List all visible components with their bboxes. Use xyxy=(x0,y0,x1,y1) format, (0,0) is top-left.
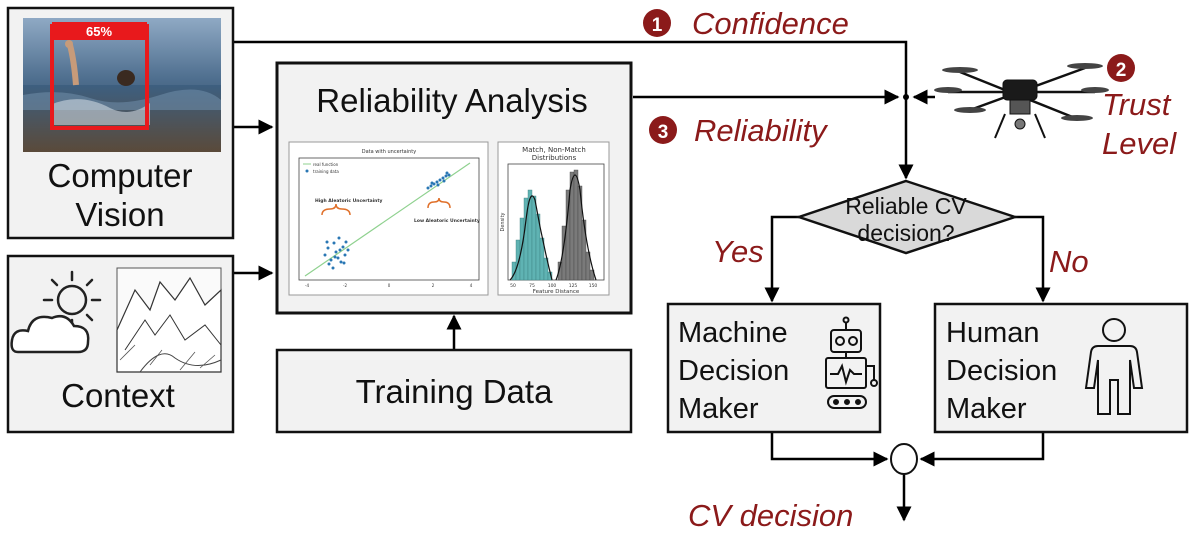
confidence-connector xyxy=(233,40,914,180)
uncertainty-plot: Data with uncertainty real function trai… xyxy=(288,141,489,296)
training-data-box: Training Data xyxy=(275,348,633,434)
legend-real-function: real function xyxy=(313,162,339,167)
yes-connector xyxy=(764,215,799,303)
human-decision-maker-box: Human Decision Maker xyxy=(933,302,1189,434)
cv-title-line2: Vision xyxy=(75,196,164,233)
reliability-analysis-box: Reliability Analysis Data with uncertain… xyxy=(275,61,633,315)
confidence-signal: 1 Confidence xyxy=(643,6,849,41)
uncertainty-plot-x-ticks: -4 -2 0 2 4 xyxy=(305,283,473,288)
human-line3: Maker xyxy=(946,393,1027,425)
junction-node xyxy=(903,94,909,100)
distribution-plot-title-line1: Match, Non-Match xyxy=(522,146,586,154)
confidence-value: 65% xyxy=(86,24,112,39)
svg-text:100: 100 xyxy=(548,283,557,289)
low-uncertainty-label: Low Aleatoric Uncertainty xyxy=(414,218,480,224)
distribution-plot-ylabel: Density xyxy=(500,212,506,231)
distribution-plot-title-line2: Distributions xyxy=(532,154,577,162)
high-uncertainty-brace xyxy=(321,203,351,216)
drone-image xyxy=(934,63,1109,139)
reliability-title: Reliability Analysis xyxy=(316,82,587,119)
machine-to-merge-connector xyxy=(770,432,889,467)
computer-vision-box: 65% Computer Vision xyxy=(6,6,235,240)
no-label: No xyxy=(1049,244,1089,279)
trust-label-line1: Trust xyxy=(1102,87,1172,122)
confidence-number: 1 xyxy=(652,15,663,36)
real-function-line xyxy=(304,162,471,277)
person-icon xyxy=(1084,318,1144,415)
svg-text:4: 4 xyxy=(470,283,473,288)
human-to-merge-connector xyxy=(919,432,1045,467)
svg-text:150: 150 xyxy=(589,283,598,289)
machine-decision-maker-box: Machine Decision Maker xyxy=(666,302,882,434)
uncertainty-plot-title: Data with uncertainty xyxy=(362,149,416,155)
merge-node xyxy=(890,443,918,475)
trust-label-line2: Level xyxy=(1102,126,1177,161)
trust-number-badge xyxy=(1107,54,1135,82)
high-uncertainty-label: High Aleatoric Uncertainty xyxy=(315,198,383,204)
robot-icon xyxy=(825,316,878,409)
machine-line1: Machine xyxy=(678,317,788,349)
high-uncertainty-points xyxy=(323,236,350,270)
weather-icon xyxy=(10,270,102,354)
svg-text:0: 0 xyxy=(388,283,391,288)
nonmatch-histogram xyxy=(557,169,595,281)
legend-training-data: training data xyxy=(313,169,339,174)
svg-text:75: 75 xyxy=(529,283,535,289)
human-line2: Decision xyxy=(946,355,1057,387)
context-box: Context xyxy=(6,254,235,434)
reliability-signal: 3 Reliability xyxy=(649,113,829,148)
distribution-plot: Match, Non-Match Distributions Dens xyxy=(497,141,610,296)
output-label: CV decision xyxy=(688,498,853,533)
decision-question-line2: decision? xyxy=(857,220,954,246)
trust-signal: 2 Trust Level xyxy=(1102,54,1177,161)
trust-number: 2 xyxy=(1116,60,1127,81)
low-uncertainty-points xyxy=(426,171,451,190)
confidence-badge xyxy=(52,22,147,40)
reliability-number: 3 xyxy=(658,122,669,143)
context-title: Context xyxy=(61,377,175,414)
svg-text:125: 125 xyxy=(569,283,578,289)
yes-label: Yes xyxy=(712,234,764,269)
confidence-label: Confidence xyxy=(692,6,849,41)
svg-text:-4: -4 xyxy=(305,283,309,288)
confidence-number-badge xyxy=(643,9,671,37)
training-data-title: Training Data xyxy=(356,373,554,410)
machine-line2: Decision xyxy=(678,355,789,387)
decision-question-line1: Reliable CV xyxy=(845,193,967,219)
match-curve xyxy=(509,195,553,281)
svg-text:50: 50 xyxy=(510,283,516,289)
machine-line3: Maker xyxy=(678,393,759,425)
low-uncertainty-brace xyxy=(427,197,451,209)
svg-text:-2: -2 xyxy=(343,283,347,288)
reliability-number-badge xyxy=(649,116,677,144)
decision-diamond: Reliable CV decision? xyxy=(795,179,1019,255)
connectors xyxy=(233,40,1051,522)
distribution-plot-xlabel: Feature Distance xyxy=(533,289,580,295)
svg-text:2: 2 xyxy=(432,283,435,288)
landscape-sketch xyxy=(116,267,222,373)
human-line1: Human xyxy=(946,317,1040,349)
reliability-label: Reliability xyxy=(694,113,829,148)
distribution-plot-x-ticks: 50 75 100 125 150 xyxy=(510,283,597,289)
cv-title-line1: Computer xyxy=(48,157,193,194)
nonmatch-curve xyxy=(555,174,597,281)
no-connector xyxy=(1015,215,1051,303)
